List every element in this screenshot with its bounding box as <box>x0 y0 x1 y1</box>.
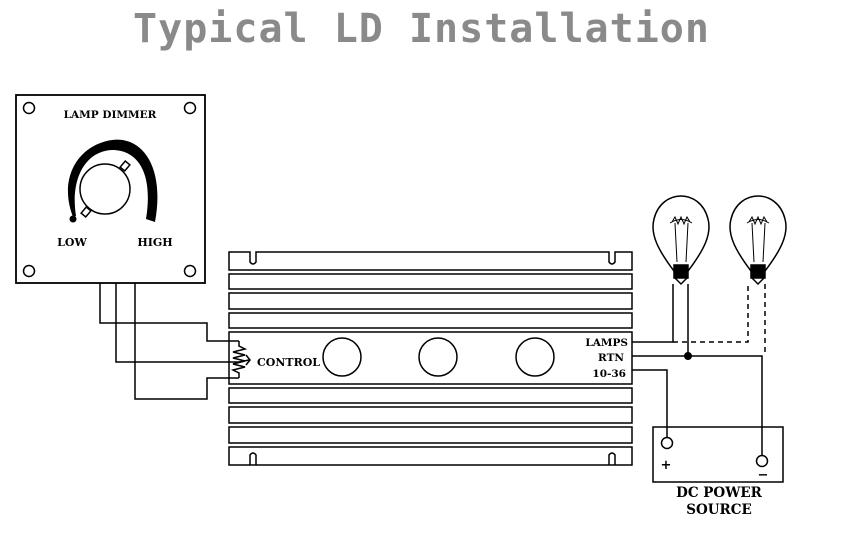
dimmer-control-wires <box>99 283 251 400</box>
knob-pointer-icon <box>80 205 92 219</box>
lamp-power-wires <box>632 284 766 455</box>
dimmer-low-label: LOW <box>57 236 87 249</box>
mount-hole-icon <box>183 101 197 115</box>
dimmer-high-label: HIGH <box>137 236 172 249</box>
lamp-bulb-left <box>652 195 710 286</box>
junction-dot-icon <box>684 352 692 360</box>
controller-port <box>322 337 362 377</box>
mount-hole-icon <box>22 101 36 115</box>
lamp-bulb-right <box>729 195 787 286</box>
dc-power-source <box>652 426 784 483</box>
potentiometer-wiper-icon <box>245 354 251 366</box>
negative-terminal-icon <box>755 454 769 468</box>
positive-terminal-icon <box>660 436 674 450</box>
dimmer-knob[interactable] <box>79 163 131 215</box>
mount-hole-icon <box>183 264 197 278</box>
power-source-label-line2: SOURCE <box>686 502 752 518</box>
dimmer-title: LAMP DIMMER <box>64 109 157 121</box>
controller-port <box>515 337 555 377</box>
dimmer-range-arc <box>67 139 158 222</box>
mount-hole-icon <box>22 264 36 278</box>
supply-terminal-label: 10-36 <box>592 368 626 380</box>
controller-port <box>418 337 458 377</box>
positive-label: + <box>661 458 672 473</box>
page-title: Typical LD Installation <box>133 6 710 52</box>
low-marker-icon <box>69 215 77 223</box>
lamp-dimmer-panel <box>15 94 206 284</box>
control-terminal-label: CONTROL <box>257 356 320 369</box>
power-source-label-line1: DC POWER <box>676 485 763 501</box>
ld-controller <box>228 251 633 466</box>
lamps-terminal-label: LAMPS <box>585 337 628 349</box>
negative-label: − <box>758 468 769 483</box>
potentiometer-icon <box>230 341 248 378</box>
rtn-terminal-label: RTN <box>598 352 624 364</box>
lamp-base-icon <box>750 264 766 279</box>
knob-pointer-icon <box>119 159 131 173</box>
lamp-base-icon <box>673 264 689 279</box>
